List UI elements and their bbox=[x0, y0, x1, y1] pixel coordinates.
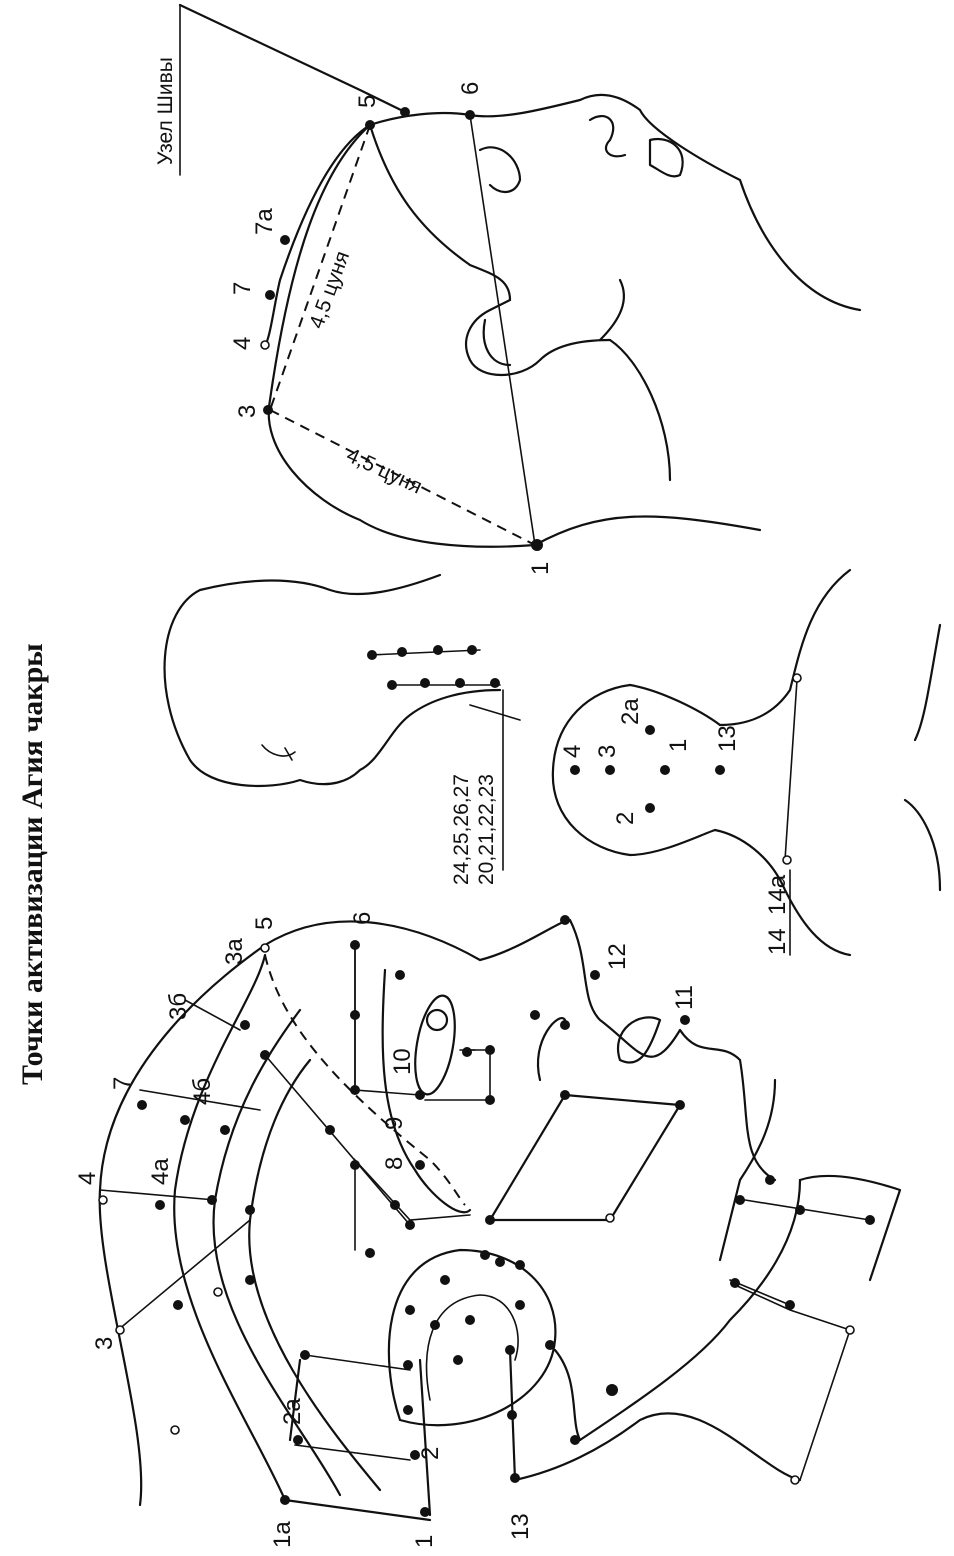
label-2: 2 bbox=[417, 1447, 444, 1460]
side-view-labels: 1 1а 2 2а 3 4 4а 4б 7 3б 3а 5 6 8 9 10 1… bbox=[74, 912, 698, 1548]
back-label-4: 4 bbox=[559, 745, 586, 758]
profile-label-line2: 20,21,22,23 bbox=[475, 774, 498, 885]
top-label-knot: Узел Шивы bbox=[154, 57, 177, 165]
label-4: 4 bbox=[74, 1172, 101, 1185]
side-view-points bbox=[98, 915, 875, 1517]
profile-view-figure: 24,25,26,27 20,21,22,23 bbox=[163, 573, 521, 885]
label-1: 1 bbox=[411, 1535, 438, 1548]
label-13: 13 bbox=[507, 1513, 534, 1540]
page-title: Точки активизации Агия чакры bbox=[16, 643, 49, 1085]
label-8: 8 bbox=[381, 1157, 408, 1170]
label-3: 3 bbox=[91, 1337, 118, 1350]
label-10: 10 bbox=[389, 1048, 416, 1075]
label-9: 9 bbox=[381, 1117, 408, 1130]
label-3b: 3б bbox=[165, 993, 192, 1020]
top-label-7a: 7а bbox=[251, 208, 278, 235]
label-1a: 1а bbox=[269, 1521, 296, 1548]
top-label-7: 7 bbox=[229, 282, 256, 295]
back-label-2a: 2а bbox=[617, 698, 644, 725]
label-4a: 4а bbox=[147, 1158, 174, 1185]
back-view-figure: 4 3 2а 1 13 2 14 14а bbox=[551, 568, 942, 957]
top-label-3: 3 bbox=[234, 405, 261, 418]
label-5: 5 bbox=[251, 917, 278, 930]
side-view-figure bbox=[98, 918, 902, 1522]
top-view-figure: Узел Шивы 5 6 7а 7 4 3 1 4,5 цуня 4,5 цу… bbox=[154, 3, 862, 575]
back-label-13: 13 bbox=[714, 725, 741, 752]
back-label-14: 14 bbox=[764, 928, 791, 955]
top-label-6: 6 bbox=[457, 82, 484, 95]
label-6: 6 bbox=[349, 912, 376, 925]
label-3a: 3а bbox=[221, 938, 248, 965]
top-label-4: 4 bbox=[229, 337, 256, 350]
label-12: 12 bbox=[604, 943, 631, 970]
back-label-14a: 14а bbox=[764, 874, 791, 915]
label-2a: 2а bbox=[279, 1398, 306, 1425]
back-label-2: 2 bbox=[612, 812, 639, 825]
top-measure-lower: 4,5 цуня bbox=[343, 444, 426, 499]
top-label-5: 5 bbox=[354, 95, 381, 108]
top-label-1: 1 bbox=[527, 562, 554, 575]
profile-label-line1: 24,25,26,27 bbox=[450, 774, 473, 885]
label-7: 7 bbox=[109, 1077, 136, 1090]
back-label-3: 3 bbox=[594, 745, 621, 758]
label-4b: 4б bbox=[189, 1078, 216, 1105]
back-label-1: 1 bbox=[665, 739, 692, 752]
label-11: 11 bbox=[671, 985, 698, 1010]
